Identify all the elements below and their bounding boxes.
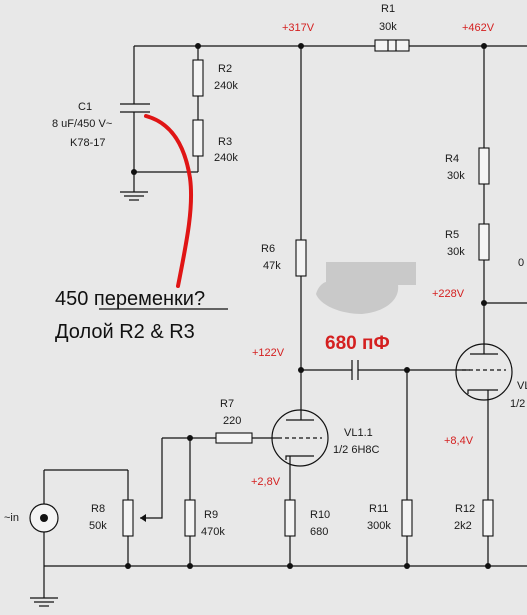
vl2-type: 1/2 <box>510 398 525 410</box>
tube-vl1: VL1.1 1/2 6H8C <box>271 409 380 476</box>
r8-value: 50k <box>89 520 107 532</box>
r3-name: R3 <box>218 136 232 148</box>
r10-value: 680 <box>310 526 328 538</box>
tube-vl2: VL 1/2 <box>455 343 527 500</box>
c1-type: K78-17 <box>70 137 105 149</box>
input-jack: ~in <box>4 469 128 607</box>
r9-value: 470k <box>201 526 225 538</box>
resistor-r10: R10 680 <box>284 476 330 566</box>
voltage-122: +122V <box>252 347 285 359</box>
remove-note: Долой R2 & R3 <box>55 321 195 343</box>
r7-name: R7 <box>220 398 234 410</box>
red-marker-stroke <box>144 114 194 288</box>
voltage-8-4: +8,4V <box>444 435 474 447</box>
voltage-462: +462V <box>462 22 495 34</box>
r2-value: 240k <box>214 80 238 92</box>
input-label: ~in <box>4 512 19 524</box>
r11-name: R11 <box>369 503 388 515</box>
r4-name: R4 <box>445 153 459 165</box>
r4-value: 30k <box>447 170 465 182</box>
cap-value-annotation: 680 пФ <box>325 333 390 354</box>
question-note-text: 450 переменки? <box>55 288 205 310</box>
capacitor-c1: C1 8 uF/450 V~ K78-17 <box>52 46 150 192</box>
r1-value: 30k <box>379 21 397 33</box>
r12-value: 2k2 <box>454 520 472 532</box>
r9-name: R9 <box>204 509 218 521</box>
ground-c1 <box>120 169 198 201</box>
r1-name: R1 <box>381 3 395 15</box>
vl1-type: 1/2 6H8C <box>333 444 380 456</box>
resistor-r9: R9 470k <box>184 438 225 566</box>
vl1-name: VL1.1 <box>344 427 373 439</box>
resistor-r11: R11 300k <box>367 370 413 566</box>
r7-value: 220 <box>223 415 241 427</box>
resistor-r1: R1 30k <box>374 3 410 52</box>
voltage-2-8: +2,8V <box>251 476 281 488</box>
r5-name: R5 <box>445 229 459 241</box>
question-note: 450 переменки? <box>55 288 205 310</box>
resistor-r12: R12 2k2 <box>454 499 494 566</box>
resistor-r3: R3 240k <box>192 119 238 172</box>
r11-value: 300k <box>367 520 391 532</box>
voltage-228: +228V <box>432 288 465 300</box>
resistor-r2: R2 240k <box>192 46 238 120</box>
r3-value: 240k <box>214 152 238 164</box>
r8-name: R8 <box>91 503 105 515</box>
top-rail <box>134 43 527 49</box>
r6-name: R6 <box>261 243 275 255</box>
r5-value: 30k <box>447 246 465 258</box>
resistor-r6: R6 47k <box>261 46 307 410</box>
potentiometer-r8: R8 50k <box>89 438 163 566</box>
resistor-r5: R5 30k 0 <box>445 223 527 346</box>
c1-rating: 8 uF/450 V~ <box>52 118 112 130</box>
cut-edge-label: 0 <box>518 257 524 269</box>
resistor-r7: R7 220 <box>162 398 278 444</box>
pasted-capacitor-image <box>316 262 416 314</box>
resistor-r4: R4 30k <box>445 46 490 224</box>
r6-value: 47k <box>263 260 281 272</box>
r12-name: R12 <box>455 503 475 515</box>
r2-name: R2 <box>218 63 232 75</box>
coupling-capacitor <box>298 360 470 380</box>
r10-name: R10 <box>310 509 330 521</box>
c1-name: C1 <box>78 101 92 113</box>
ground-rail <box>44 563 527 569</box>
vl2-name: VL <box>517 380 527 392</box>
voltage-317: +317V <box>282 22 315 34</box>
